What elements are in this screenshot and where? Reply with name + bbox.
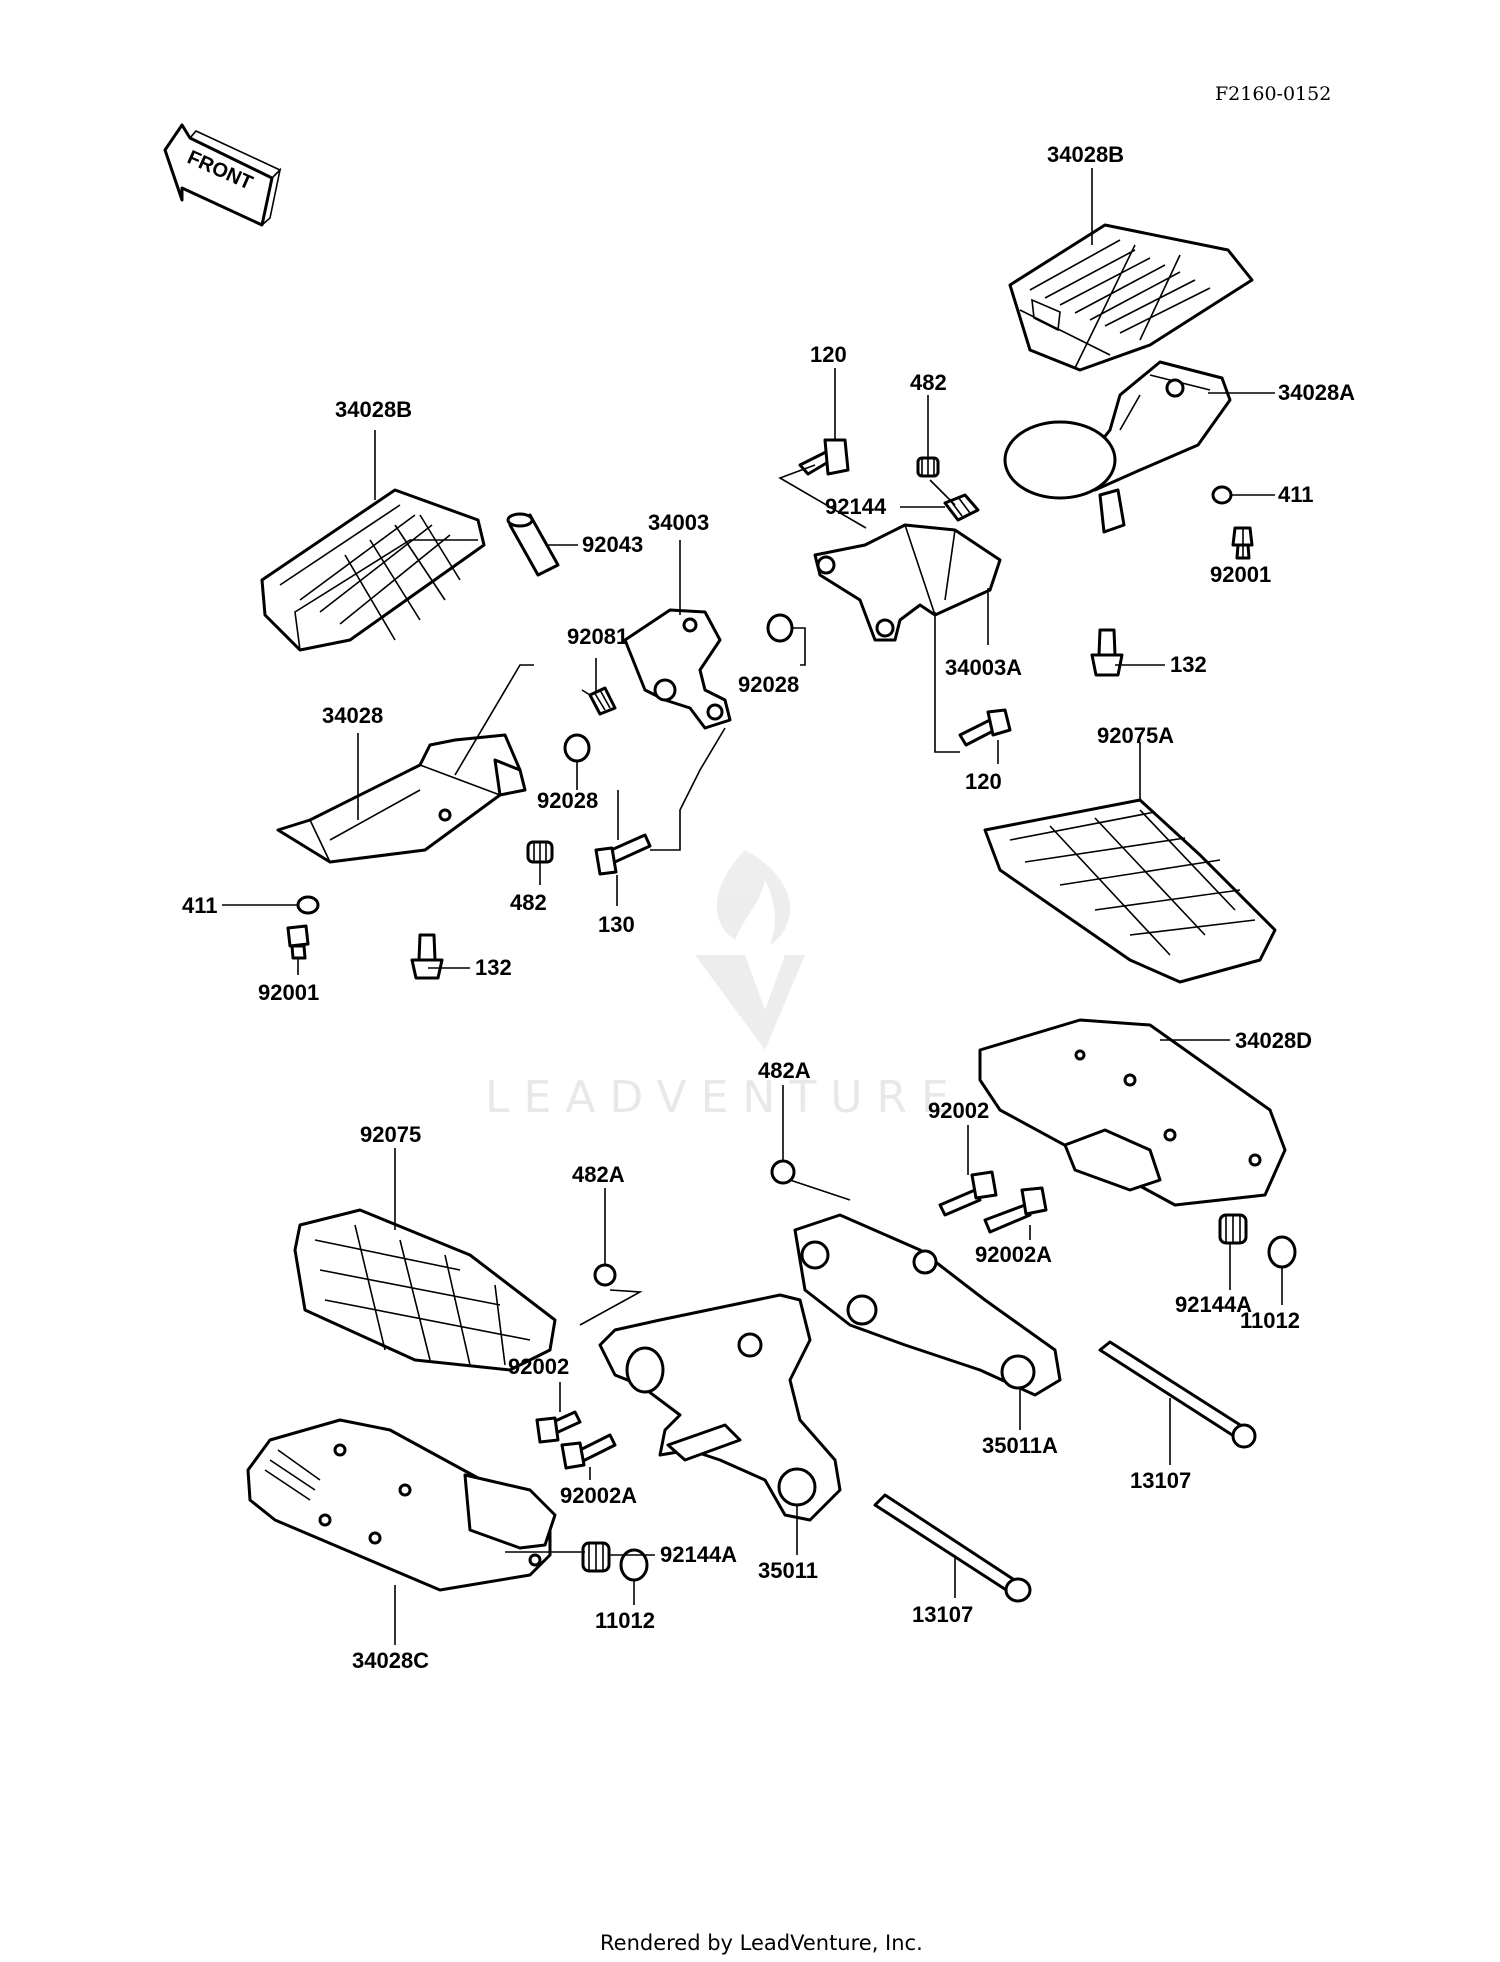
label-34003: 34003 [648,510,709,535]
bolt-92002-right [938,1170,998,1217]
floorboard-34028D [978,1018,1287,1207]
label-11012-left: 11012 [595,1608,655,1633]
label-92001-left: 92001 [258,980,319,1005]
label-92002-left: 92002 [508,1354,569,1379]
label-132-left: 132 [475,955,512,980]
spring-482-left [526,840,554,864]
spring-482A-left [593,1263,617,1287]
label-34028A: 34028A [1278,380,1355,405]
label-34028D: 34028D [1235,1028,1312,1053]
washer-411-left [296,895,320,915]
label-92075A: 92075A [1097,723,1174,748]
spring-92081 [581,686,617,716]
footboard-bracket-35011 [598,1293,842,1522]
label-34028: 34028 [322,703,383,728]
bolt-130 [594,833,652,876]
label-482-top: 482 [910,370,947,395]
label-92144: 92144 [825,494,887,519]
label-13107-right: 13107 [1130,1468,1191,1493]
collar-92028-right [766,613,794,643]
label-482A-left: 482A [572,1162,625,1187]
footboard-bracket-35011A [793,1213,1062,1397]
label-92081: 92081 [567,624,628,649]
label-92144A-left: 92144A [660,1542,737,1567]
label-34003A: 34003A [945,655,1022,680]
label-120-low: 120 [965,769,1002,794]
collar-11012-right [1267,1235,1297,1269]
label-35011: 35011 [758,1558,818,1583]
label-411-left: 411 [182,893,218,918]
label-120-top: 120 [810,342,847,367]
footpeg-rubber-34028B-right [1008,223,1254,372]
bolt-92002-left [535,1410,582,1444]
label-92043: 92043 [582,532,643,557]
label-92075: 92075 [360,1122,421,1147]
label-35011A: 35011A [982,1433,1058,1458]
rod-13107-left [873,1493,1032,1603]
pin-92043 [506,512,560,577]
label-11012-right: 11012 [1240,1308,1300,1333]
front-arrow-icon: FRONT [163,123,282,227]
watermark-text: LEADVENTURE [485,1072,963,1123]
floorboard-rubber-92075A [983,798,1277,984]
label-13107-left: 13107 [912,1602,973,1627]
label-92144A-right: 92144A [1175,1292,1252,1317]
label-92028-right: 92028 [738,672,799,697]
bolt-120-top [798,438,850,476]
label-132-right: 132 [1170,652,1207,677]
leadventure-watermark: LEADVENTURE [485,850,963,1123]
label-92002A-left: 92002A [560,1483,637,1508]
spring-92144A-left [581,1541,611,1573]
rod-13107-right [1098,1340,1257,1449]
spring-92144A-right [1218,1213,1248,1245]
bolt-92002A-left [560,1433,617,1470]
label-92002A-right: 92002A [975,1242,1052,1267]
footpeg-holder-34003A [813,523,1002,642]
label-482-left: 482 [510,890,547,915]
footpeg-bracket-34028 [276,733,527,864]
label-92002-right: 92002 [928,1098,989,1123]
bolt-92002A-right [983,1186,1048,1234]
spring-92144 [943,493,980,522]
label-482A-right: 482A [758,1058,811,1083]
bolt-120-low [958,708,1012,747]
part-labels: 34028B 34028A 411 92001 132 120 482 9214… [182,142,1355,1673]
bolt-132-left [410,933,444,980]
grease-fitting-92001-left [286,924,310,960]
label-34028B-left: 34028B [335,397,412,422]
figure-code: F2160-0152 [1215,83,1331,105]
washer-411-right [1211,485,1233,505]
leader-lines [222,168,1283,1645]
floorboard-rubber-92075 [293,1208,557,1372]
spring-482-top [916,456,940,478]
rendered-by-footer: Rendered by LeadVenture, Inc. [600,1931,923,1955]
label-34028B-right: 34028B [1047,142,1124,167]
bolt-132-right [1090,628,1124,677]
collar-92028-low [563,733,591,763]
label-34028C: 34028C [352,1648,429,1673]
footpeg-bracket-34028A [1003,360,1232,534]
label-92028-low: 92028 [537,788,598,813]
spring-482A-right [770,1159,796,1185]
footpeg-holder-34003 [623,608,732,730]
label-92001-right: 92001 [1210,562,1271,587]
footpeg-rubber-34028B-left [260,488,486,652]
floorboard-34028C [246,1418,557,1592]
label-130: 130 [598,912,635,937]
label-411-right: 411 [1278,482,1314,507]
